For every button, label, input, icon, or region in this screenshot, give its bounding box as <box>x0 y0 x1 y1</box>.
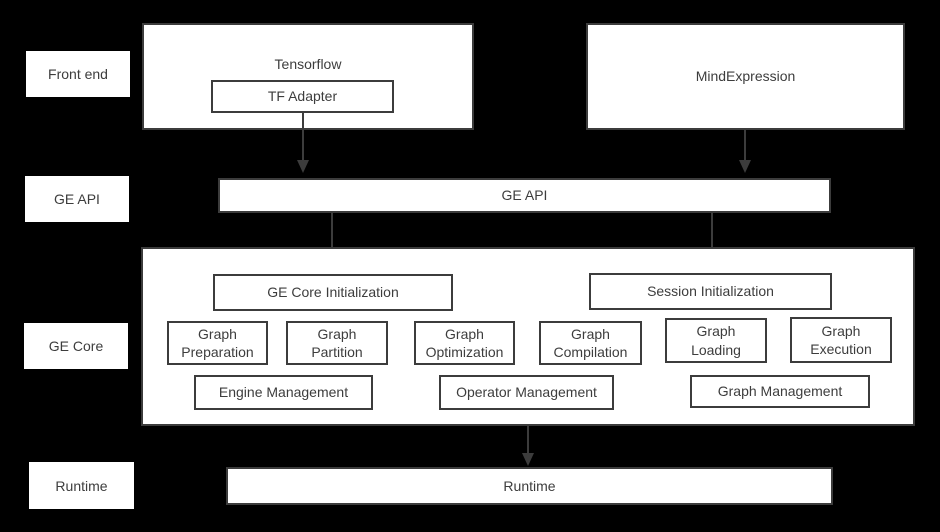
graph-partition-box: Graph Partition <box>286 321 388 365</box>
arrow-gecore-to-runtime-line <box>527 426 529 453</box>
ge-api-bar-label: GE API <box>501 187 548 204</box>
graph-preparation-box: Graph Preparation <box>167 321 268 365</box>
arrow-tfadapter-to-geapi-line <box>302 113 304 160</box>
row-label-front-end: Front end <box>26 51 130 97</box>
row-label-runtime-text: Runtime <box>55 477 108 494</box>
row-label-ge-api: GE API <box>25 176 129 222</box>
runtime-bar: Runtime <box>226 467 833 505</box>
ge-core-initialization-label: GE Core Initialization <box>267 284 399 301</box>
arrow-mindexpression-to-geapi-head <box>739 160 751 173</box>
mindexpression-box: MindExpression <box>586 23 905 130</box>
ge-api-bar: GE API <box>218 178 831 213</box>
engine-management-label: Engine Management <box>218 384 349 401</box>
runtime-bar-label: Runtime <box>503 477 556 494</box>
graph-partition-label: Graph Partition <box>311 325 363 360</box>
graph-preparation-label: Graph Preparation <box>181 325 254 360</box>
graph-execution-label: Graph Execution <box>810 322 872 357</box>
ge-core-initialization-box: GE Core Initialization <box>213 274 453 311</box>
arrow-tfadapter-to-geapi-head <box>297 160 309 173</box>
ge-core-box: GE Core Initialization Session Initializ… <box>141 247 915 426</box>
graph-execution-box: Graph Execution <box>790 317 892 363</box>
arrow-gecore-to-runtime-head <box>522 453 534 466</box>
row-label-front-end-text: Front end <box>48 66 108 82</box>
graph-loading-box: Graph Loading <box>665 318 767 363</box>
graph-loading-label: Graph Loading <box>691 323 741 358</box>
arrow-geapi-to-coreinit-line <box>331 213 333 259</box>
row-label-ge-core: GE Core <box>24 323 128 369</box>
graph-management-label: Graph Management <box>717 383 843 400</box>
row-label-ge-core-text: GE Core <box>48 338 104 354</box>
graph-compilation-box: Graph Compilation <box>539 321 642 365</box>
graph-optimization-box: Graph Optimization <box>414 321 515 365</box>
graph-compilation-label: Graph Compilation <box>553 325 628 360</box>
tensorflow-box: Tensorflow TF Adapter <box>142 23 474 130</box>
mindexpression-label: MindExpression <box>695 68 796 85</box>
graph-optimization-label: Graph Optimization <box>425 325 504 360</box>
session-initialization-label: Session Initialization <box>647 283 774 300</box>
row-label-runtime: Runtime <box>29 462 134 509</box>
row-label-ge-api-text: GE API <box>54 191 100 207</box>
tf-adapter-box: TF Adapter <box>211 80 394 113</box>
operator-management-box: Operator Management <box>439 375 614 410</box>
session-initialization-box: Session Initialization <box>589 273 832 310</box>
tf-adapter-label: TF Adapter <box>267 88 338 105</box>
arrow-geapi-to-sessioninit-line <box>711 213 713 259</box>
tensorflow-title: Tensorflow <box>274 56 342 72</box>
arrow-mindexpression-to-geapi-line <box>744 130 746 160</box>
operator-management-label: Operator Management <box>456 384 597 401</box>
engine-management-box: Engine Management <box>194 375 373 410</box>
graph-management-box: Graph Management <box>690 375 870 408</box>
